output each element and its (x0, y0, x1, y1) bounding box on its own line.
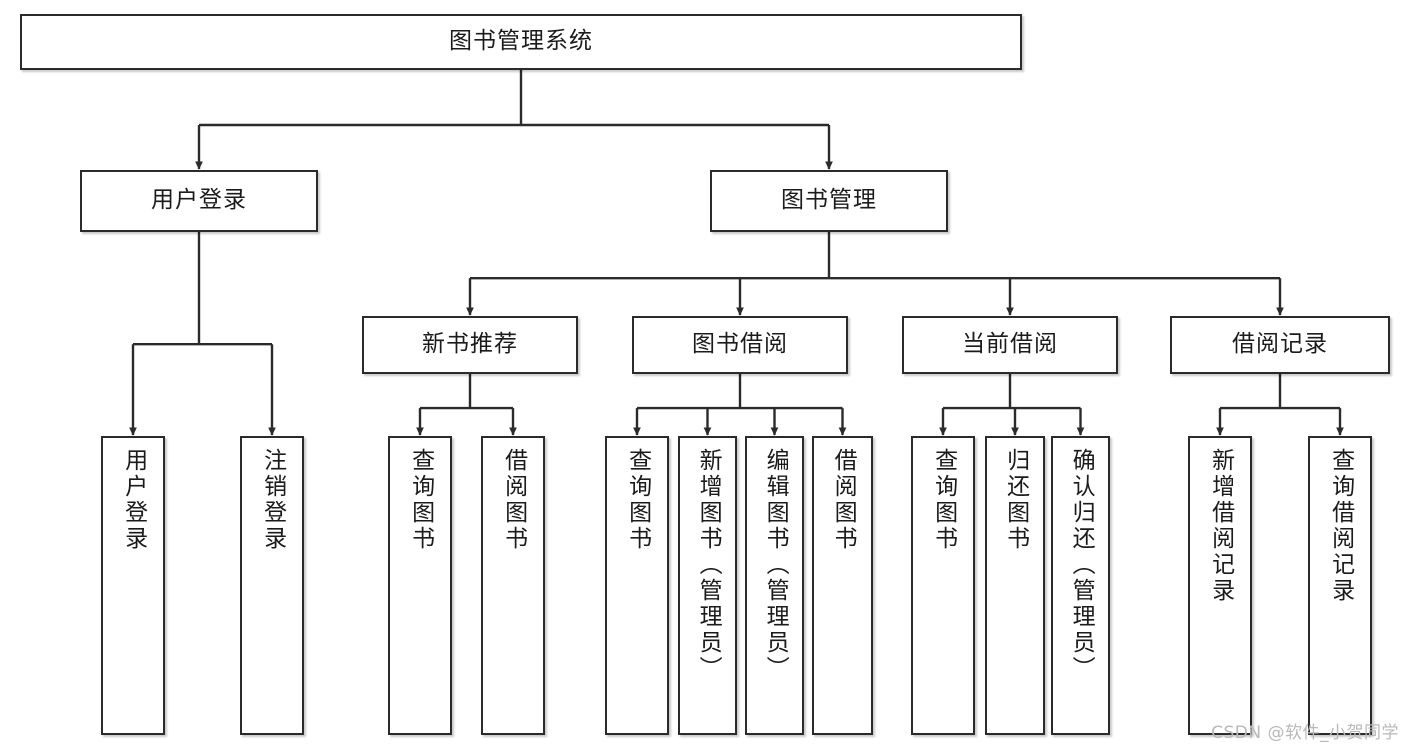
node-label-borrow-record: 借阅记录 (1232, 331, 1328, 358)
node-leaf-user-login[interactable]: 用户登录 (101, 436, 165, 735)
node-label-leaf-query-book-2: 查询图书 (624, 448, 651, 552)
node-label-user-login: 用户登录 (151, 187, 247, 214)
node-leaf-query-record[interactable]: 查询借阅记录 (1308, 436, 1372, 735)
node-leaf-query-book-1[interactable]: 查询图书 (388, 436, 452, 735)
node-leaf-add-book[interactable]: 新增图书（管理员） (678, 436, 737, 735)
node-label-current-borrow: 当前借阅 (962, 331, 1058, 358)
node-current-borrow[interactable]: 当前借阅 (902, 316, 1118, 374)
node-label-leaf-return-book: 归还图书 (1002, 448, 1029, 552)
node-leaf-logout-login[interactable]: 注销登录 (240, 436, 304, 735)
csdn-watermark: CSDN @软件_小贺同学 (1211, 723, 1399, 743)
node-leaf-query-book-2[interactable]: 查询图书 (605, 436, 669, 735)
node-label-leaf-borrow-book-1: 借阅图书 (500, 448, 527, 552)
node-leaf-borrow-book-1[interactable]: 借阅图书 (481, 436, 545, 735)
node-label-leaf-edit-book: 编辑图书（管理员） (762, 448, 789, 682)
node-book-manage[interactable]: 图书管理 (710, 170, 948, 232)
node-user-login[interactable]: 用户登录 (80, 170, 318, 232)
node-label-leaf-query-book-3: 查询图书 (930, 448, 957, 552)
node-label-leaf-confirm-return: 确认归还（管理员） (1068, 448, 1095, 682)
node-label-leaf-query-record: 查询借阅记录 (1327, 448, 1354, 604)
node-label-book-borrow: 图书借阅 (692, 331, 788, 358)
node-leaf-confirm-return[interactable]: 确认归还（管理员） (1051, 436, 1110, 735)
node-label-leaf-add-record: 新增借阅记录 (1207, 448, 1234, 604)
node-label-new-book-rec: 新书推荐 (422, 331, 518, 358)
node-label-leaf-query-book-1: 查询图书 (407, 448, 434, 552)
node-new-book-rec[interactable]: 新书推荐 (362, 316, 578, 374)
node-label-leaf-logout-login: 注销登录 (259, 448, 286, 552)
node-leaf-query-book-3[interactable]: 查询图书 (911, 436, 975, 735)
node-leaf-add-record[interactable]: 新增借阅记录 (1188, 436, 1252, 735)
node-leaf-borrow-book-2[interactable]: 借阅图书 (812, 436, 873, 735)
node-label-leaf-user-login: 用户登录 (120, 448, 147, 552)
node-label-book-manage: 图书管理 (781, 187, 877, 214)
node-leaf-return-book[interactable]: 归还图书 (985, 436, 1045, 735)
node-label-leaf-add-book: 新增图书（管理员） (695, 448, 722, 682)
node-root[interactable]: 图书管理系统 (20, 14, 1022, 70)
node-borrow-record[interactable]: 借阅记录 (1170, 316, 1390, 374)
node-leaf-edit-book[interactable]: 编辑图书（管理员） (745, 436, 804, 735)
node-label-root: 图书管理系统 (449, 28, 593, 55)
node-book-borrow[interactable]: 图书借阅 (632, 316, 848, 374)
node-label-leaf-borrow-book-2: 借阅图书 (830, 448, 857, 552)
